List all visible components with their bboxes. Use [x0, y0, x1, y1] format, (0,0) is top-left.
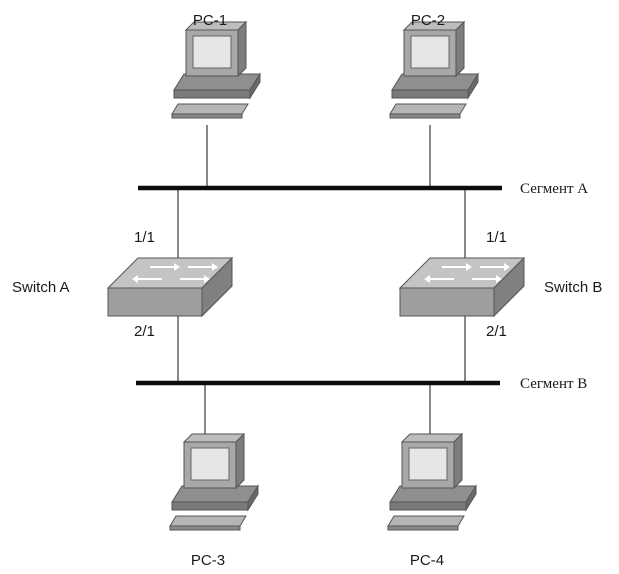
- pc3-desktop-computer-icon: [169, 433, 259, 531]
- pc4-desktop-computer-icon: [387, 433, 477, 531]
- switch-b-network-switch-icon: [399, 257, 525, 317]
- pc1-desktop-computer-icon: [171, 21, 261, 119]
- pc1-label: PC-1: [193, 12, 227, 29]
- switch-a-port-top-label: 1/1: [134, 229, 155, 246]
- switch-b-label: Switch B: [544, 279, 602, 296]
- pc2-label: PC-2: [411, 12, 445, 29]
- pc2-desktop-computer-icon: [389, 21, 479, 119]
- segment-b-label: Сегмент B: [520, 376, 587, 392]
- switch-b-port-bottom-label: 2/1: [486, 323, 507, 340]
- pc3-label: PC-3: [191, 552, 225, 569]
- segment-a-label: Сегмент A: [520, 181, 588, 197]
- switch-a-network-switch-icon: [107, 257, 233, 317]
- pc4-label: PC-4: [410, 552, 444, 569]
- switch-a-label: Switch A: [12, 279, 70, 296]
- switch-a-port-bottom-label: 2/1: [134, 323, 155, 340]
- switch-b-port-top-label: 1/1: [486, 229, 507, 246]
